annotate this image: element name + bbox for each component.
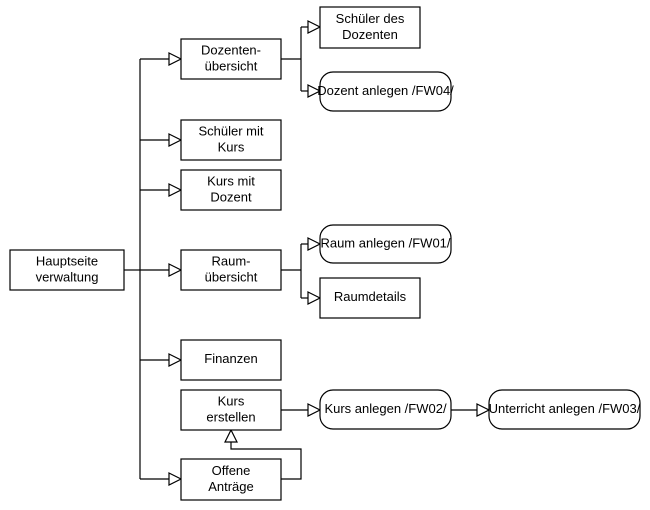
node-dozent-anlegen[interactable]: Dozent anlegen /FW04/ <box>317 71 454 112</box>
node-box[interactable] <box>180 458 282 501</box>
node-label: verwaltung <box>36 269 99 284</box>
edge-line <box>230 442 302 480</box>
node-box[interactable] <box>319 71 452 112</box>
edge-kurs-erstellen-to-kurs-anlegen <box>281 403 322 417</box>
arrowhead-icon <box>307 403 322 417</box>
arrowhead-icon <box>307 20 322 34</box>
arrowhead-icon <box>168 472 183 486</box>
node-label: erstellen <box>206 409 255 424</box>
edge-trunk-to-offene-antraege <box>140 472 183 486</box>
node-label: Kurs mit <box>207 173 255 188</box>
node-label: Kurs <box>218 139 245 154</box>
node-label: Hauptseite <box>36 253 98 268</box>
node-label: Kurs anlegen /FW02/ <box>324 401 447 416</box>
arrowhead-icon <box>168 183 183 197</box>
node-raumuebersicht[interactable]: Raum-übersicht <box>180 249 282 291</box>
node-finanzen[interactable]: Finanzen <box>180 339 282 381</box>
nodes-layer: HauptseiteverwaltungDozenten-übersichtSc… <box>9 6 641 501</box>
arrowhead-icon <box>168 263 183 277</box>
node-label: Raum- <box>211 253 250 268</box>
node-box[interactable] <box>180 119 282 161</box>
node-label: übersicht <box>205 58 258 73</box>
edge-branch-to-dozent-anlegen <box>301 84 322 98</box>
node-label: Raum anlegen /FW01/ <box>320 235 450 250</box>
node-box[interactable] <box>319 6 421 49</box>
arrowhead-icon <box>168 133 183 147</box>
arrowhead-icon <box>307 237 322 251</box>
edge-branch-to-raum-anlegen <box>301 237 322 251</box>
edge-kurs-anlegen-to-unterricht-anlegen <box>451 403 491 417</box>
edge-trunk-to-schueler-mit-kurs <box>140 133 183 147</box>
node-label: Schüler mit <box>198 123 263 138</box>
node-label: Unterricht anlegen /FW03/ <box>489 401 641 416</box>
node-box[interactable] <box>180 389 282 431</box>
node-label: Dozent anlegen /FW04/ <box>317 83 454 98</box>
node-label: Kurs <box>218 393 245 408</box>
node-box[interactable] <box>319 277 421 319</box>
edge-offene-antraege-to-kurs-erstellen <box>224 428 302 480</box>
arrowhead-icon <box>168 353 183 367</box>
node-box[interactable] <box>180 249 282 291</box>
node-label: Dozenten <box>342 27 398 42</box>
node-box[interactable] <box>180 169 282 211</box>
node-label: Offene <box>212 463 251 478</box>
node-kurs-anlegen[interactable]: Kurs anlegen /FW02/ <box>319 389 452 430</box>
node-label: Anträge <box>208 479 254 494</box>
node-dozentenuebersicht[interactable]: Dozenten-übersicht <box>180 38 282 80</box>
edges-layer <box>124 20 491 486</box>
node-label: übersicht <box>205 269 258 284</box>
arrowhead-icon <box>168 52 183 66</box>
node-box[interactable] <box>180 38 282 80</box>
edge-branch-to-raumdetails <box>301 291 322 305</box>
edge-trunk-to-raumuebersicht <box>140 263 183 277</box>
edge-branch-to-schueler-des-dozenten <box>301 20 322 34</box>
node-box[interactable] <box>319 389 452 430</box>
edge-trunk-to-dozentenuebersicht <box>140 52 183 66</box>
node-label: Dozent <box>210 189 252 204</box>
node-box[interactable] <box>9 249 125 291</box>
edge-trunk-to-kurs-mit-dozent <box>140 183 183 197</box>
arrowhead-icon <box>476 403 491 417</box>
node-box[interactable] <box>180 339 282 381</box>
node-label: Finanzen <box>204 351 257 366</box>
node-box[interactable] <box>319 224 452 264</box>
edge-trunk-to-finanzen <box>140 353 183 367</box>
node-box[interactable] <box>488 389 641 430</box>
node-label: Raumdetails <box>334 289 407 304</box>
node-raum-anlegen[interactable]: Raum anlegen /FW01/ <box>319 224 452 264</box>
node-label: Dozenten- <box>201 42 261 57</box>
node-label: Schüler des <box>336 11 405 26</box>
arrowhead-icon <box>307 291 322 305</box>
node-raumdetails[interactable]: Raumdetails <box>319 277 421 319</box>
arrowhead-icon <box>307 84 322 98</box>
arrowhead-icon <box>224 428 238 443</box>
node-unterricht-anlegen[interactable]: Unterricht anlegen /FW03/ <box>488 389 641 430</box>
